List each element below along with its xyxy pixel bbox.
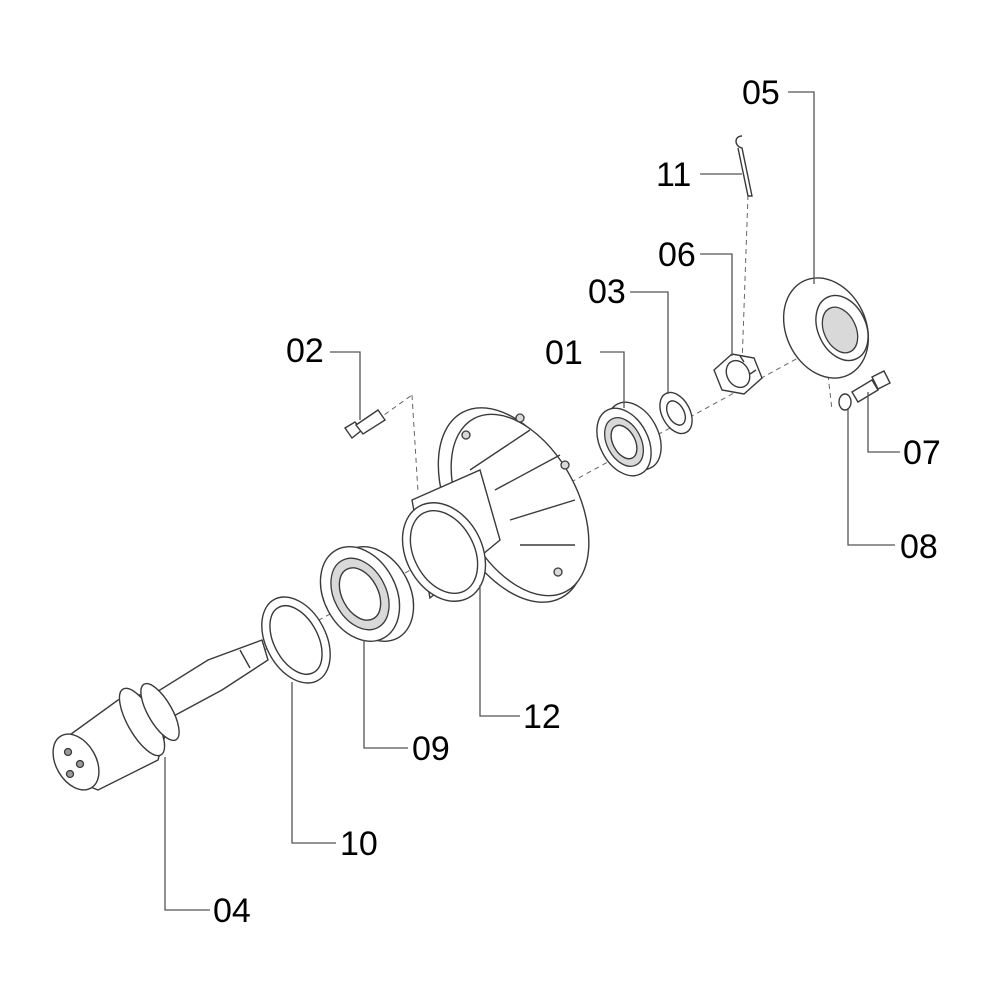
callout-03: 03: [588, 273, 626, 311]
hub-bolt-part: [343, 409, 386, 440]
split-pin-axis: [741, 194, 749, 366]
callout-08: 08: [900, 528, 938, 566]
callout-10: 10: [340, 825, 378, 863]
leader-10: [291, 682, 336, 844]
wheel-hub-part: [401, 407, 590, 603]
callout-01: 01: [545, 334, 583, 372]
leader-01: [600, 351, 625, 408]
split-pin-part: [735, 135, 753, 197]
leader-05: [788, 91, 815, 284]
callout-12: 12: [523, 698, 561, 736]
callout-02: 02: [286, 332, 324, 370]
leader-03: [630, 291, 669, 394]
callout-11: 11: [656, 156, 691, 194]
leader-02: [330, 351, 361, 420]
leader-06: [700, 253, 733, 356]
leader-12: [479, 585, 520, 717]
inner-bearing-part: [319, 546, 415, 642]
callout-07: 07: [903, 434, 941, 472]
outer-bearing-part: [596, 401, 662, 477]
bolt-guide-02: [411, 394, 419, 493]
callout-05: 05: [742, 74, 780, 112]
leader-09: [363, 640, 408, 749]
bolt-axis-07: [827, 374, 833, 411]
spindle-part: [52, 639, 269, 791]
leader-04: [164, 757, 210, 911]
seal-ring-part: [261, 596, 331, 684]
hub-cap-part: [782, 277, 870, 379]
callout-06: 06: [658, 236, 696, 274]
leader-08: [847, 408, 895, 546]
cap-screw-part: [851, 370, 891, 403]
washer-part: [659, 391, 693, 435]
callout-04: 04: [213, 892, 251, 930]
cap-washer-part: [838, 393, 852, 411]
leader-07: [867, 392, 900, 453]
castle-nut-part: [713, 353, 763, 395]
callout-09: 09: [412, 730, 450, 768]
